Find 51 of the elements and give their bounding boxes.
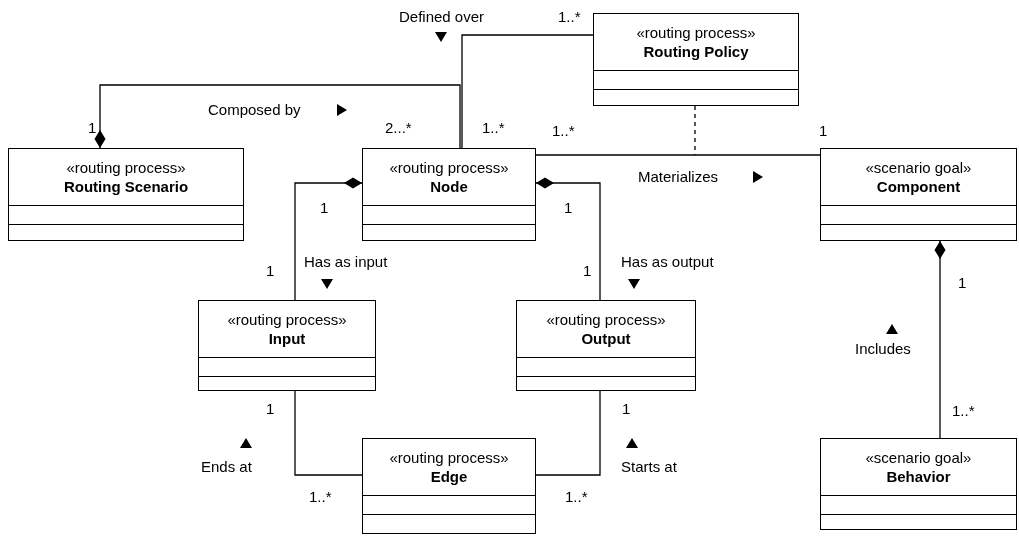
stereotype-label: «scenario goal» (865, 448, 972, 467)
class-box (362, 148, 536, 241)
class-name: Node (430, 177, 468, 196)
class-name: Component (876, 177, 961, 196)
class-name: Routing Scenario (63, 177, 189, 196)
multiplicity-label: 2...* (384, 119, 413, 137)
class-box (820, 148, 1017, 241)
multiplicity-label: 1 (563, 199, 574, 217)
association-line (535, 177, 601, 301)
class-box (198, 300, 376, 391)
multiplicity-label: 1 (87, 119, 98, 137)
multiplicity-label: 1..* (564, 488, 589, 506)
association-line (535, 154, 821, 156)
stereotype-label: «routing process» (227, 310, 347, 329)
class-name: Behavior (886, 467, 951, 486)
class-box (820, 438, 1017, 530)
edge-label: Has as input (302, 253, 390, 271)
class-box (8, 148, 244, 241)
stereotype-label: «scenario goal» (865, 158, 972, 177)
class-name: Routing Policy (643, 42, 749, 61)
multiplicity-label: 1 (818, 122, 829, 140)
multiplicity-label: 1..* (551, 122, 576, 140)
class-name: Input (268, 329, 306, 348)
multiplicity-label: 1..* (308, 488, 333, 506)
multiplicity-label: 1..* (951, 402, 976, 420)
stereotype-label: «routing process» (389, 448, 509, 467)
multiplicity-label: 1 (582, 262, 593, 280)
class-name: Edge (430, 467, 468, 486)
multiplicity-label: 1..* (481, 119, 506, 137)
multiplicity-label: 1 (957, 274, 968, 292)
multiplicity-label: 1 (265, 400, 276, 418)
multiplicity-label: 1 (319, 199, 330, 217)
class-box (593, 13, 799, 106)
multiplicity-label: 1..* (557, 8, 582, 26)
association-line (461, 34, 594, 149)
stereotype-label: «routing process» (389, 158, 509, 177)
class-box (362, 438, 536, 534)
association-line (535, 390, 601, 476)
association-line (934, 240, 946, 439)
multiplicity-label: 1 (265, 262, 276, 280)
dashed-line (694, 105, 696, 156)
association-line (294, 177, 363, 301)
edge-label: Composed by (206, 101, 303, 119)
class-box (516, 300, 696, 391)
stereotype-label: «routing process» (66, 158, 186, 177)
multiplicity-label: 1 (621, 400, 632, 418)
stereotype-label: «routing process» (636, 23, 756, 42)
association-line (294, 390, 363, 476)
stereotype-label: «routing process» (546, 310, 666, 329)
association-line (94, 84, 461, 149)
class-name: Output (581, 329, 631, 348)
